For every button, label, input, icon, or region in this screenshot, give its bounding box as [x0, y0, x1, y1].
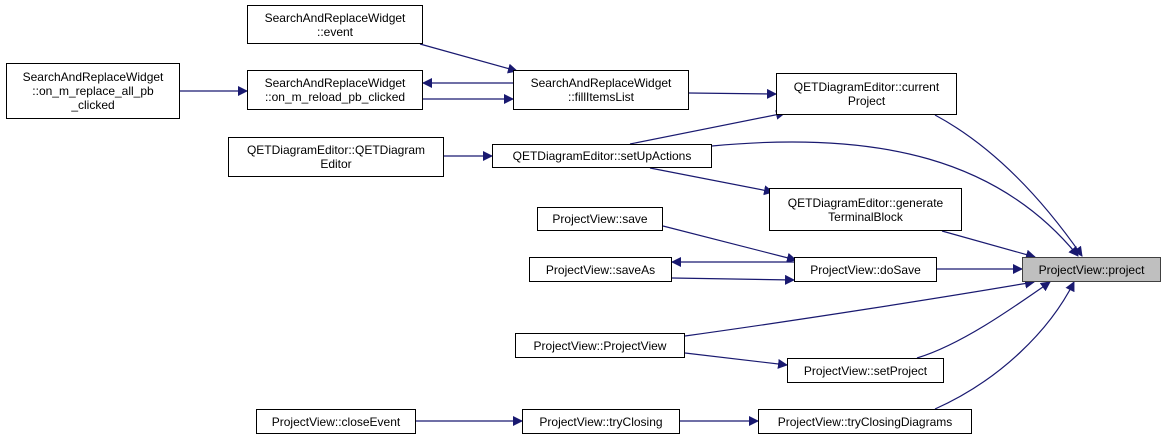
edge-qde-setup-to-pv-project [711, 141, 1079, 257]
node-projectview-projectview[interactable]: ProjectView::ProjectView [515, 333, 685, 358]
edge-srw-fill-to-qde-current [688, 88, 777, 99]
edge-pv-setproject-to-pv-project [916, 281, 1051, 359]
node-projectview-tryclosingdiagrams[interactable]: ProjectView::tryClosingDiagrams [758, 409, 972, 434]
node-searchandreplacewidget-on-m-replace-all-pb-clicked[interactable]: SearchAndReplaceWidget::on_m_replace_all… [6, 63, 180, 119]
node-label-line: SearchAndReplaceWidget [530, 76, 672, 90]
node-label-line: ProjectView::tryClosingDiagrams [777, 414, 953, 429]
edge-qde-setup-to-qde-terminal [649, 167, 774, 196]
edge-pv-ctor-to-pv-setproject [684, 352, 788, 369]
node-label-line: TerminalBlock [828, 209, 903, 224]
node-label-line: _clicked [71, 98, 115, 112]
node-label-line: Editor [320, 157, 352, 171]
node-projectview-project: ProjectView::project [1022, 257, 1161, 282]
edge-qde-terminal-to-pv-project [941, 230, 1036, 260]
node-searchandreplacewidget-on-m-reload-pb-clicked[interactable]: SearchAndReplaceWidget::on_m_reload_pb_c… [247, 70, 423, 110]
edge-pv-ctor-to-pv-project [684, 278, 1035, 337]
node-label-line: ::on_m_replace_all_pb [32, 84, 154, 98]
node-label-line: ProjectView::project [1038, 262, 1145, 277]
node-label-line: QETDiagramEditor::generate [787, 195, 944, 210]
node-label-line: SearchAndReplaceWidget [264, 10, 406, 25]
node-label-line: QETDiagramEditor::QETDiagram [246, 143, 426, 157]
node-label-line: QETDiagramEditor::current [793, 80, 940, 94]
node-label-line: ProjectView::saveAs [545, 262, 656, 277]
edge-qde-current-to-pv-project [934, 114, 1083, 257]
node-label-line: ProjectView::setProject [803, 363, 928, 378]
node-searchandreplacewidget-event[interactable]: SearchAndReplaceWidget::event [247, 5, 423, 44]
edge-srw-event-to-srw-fill [419, 43, 518, 74]
node-qetdiagrameditor-setupactions[interactable]: QETDiagramEditor::setUpActions [492, 144, 712, 168]
node-projectview-saveas[interactable]: ProjectView::saveAs [529, 257, 672, 282]
edge-pv-saveas-to-pv-dosave [671, 274, 795, 285]
node-projectview-closeevent[interactable]: ProjectView::closeEvent [256, 409, 416, 434]
edge-qde-setup-to-qde-current [629, 109, 786, 145]
node-label-line: ::fillItemsList [567, 90, 634, 104]
node-label-line: ProjectView::tryClosing [539, 414, 663, 429]
node-label-line: ProjectView::ProjectView [533, 338, 667, 353]
node-projectview-setproject[interactable]: ProjectView::setProject [787, 358, 944, 383]
node-label-line: Project [847, 94, 886, 108]
node-label-line: ::on_m_reload_pb_clicked [264, 90, 406, 104]
edge-pv-tryclosingdiagrams-to-pv-project [934, 281, 1075, 410]
node-projectview-tryclosing[interactable]: ProjectView::tryClosing [522, 409, 680, 434]
node-projectview-save[interactable]: ProjectView::save [537, 207, 663, 231]
node-projectview-dosave[interactable]: ProjectView::doSave [794, 257, 937, 282]
edge-pv-save-to-pv-dosave [662, 225, 797, 263]
node-label-line: SearchAndReplaceWidget [264, 76, 406, 90]
node-label-line: SearchAndReplaceWidget [22, 70, 164, 84]
node-label-line: QETDiagramEditor::setUpActions [512, 149, 692, 163]
node-label-line: ProjectView::doSave [810, 262, 921, 277]
node-label-line: ProjectView::closeEvent [271, 414, 401, 429]
node-searchandreplacewidget-fillitemslist[interactable]: SearchAndReplaceWidget::fillItemsList [513, 70, 689, 110]
node-label-line: ProjectView::save [552, 212, 648, 226]
node-label-line: ::event [316, 24, 354, 39]
